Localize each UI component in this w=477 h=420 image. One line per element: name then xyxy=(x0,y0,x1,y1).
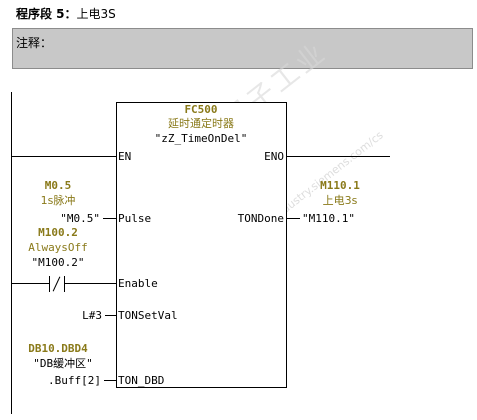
setval-wire xyxy=(105,315,116,316)
power-rail xyxy=(11,92,12,414)
dbd-member[interactable]: .Buff[2] xyxy=(48,374,101,387)
pin-tondone: TONDone xyxy=(237,212,284,225)
enable-address[interactable]: M100.2 xyxy=(38,226,78,239)
nc-contact-right-bar xyxy=(64,276,65,292)
pulse-wire xyxy=(103,218,116,219)
dbd-wire xyxy=(104,380,116,381)
pin-enable: Enable xyxy=(118,277,158,290)
enable-symbol[interactable]: "M100.2" xyxy=(31,256,85,269)
enable-wire-left xyxy=(11,283,49,284)
pulse-address[interactable]: M0.5 xyxy=(44,179,72,192)
comment-label: 注释： xyxy=(16,36,53,50)
pulse-symbol[interactable]: "M0.5" xyxy=(60,212,100,225)
done-comment: 上电3s xyxy=(322,194,358,207)
function-block[interactable] xyxy=(116,102,287,388)
enable-wire-right xyxy=(64,283,116,284)
nc-contact-slash-icon xyxy=(52,276,61,292)
pin-pulse: Pulse xyxy=(118,212,152,225)
network-title: 程序段 5：上电3S xyxy=(16,8,116,20)
enable-comment: AlwaysOff xyxy=(28,241,88,254)
done-address[interactable]: M110.1 xyxy=(320,179,360,192)
block-comment: 延时通定时器 xyxy=(168,117,234,130)
pin-tonsetval: TONSetVal xyxy=(118,309,178,322)
block-name: FC500 xyxy=(184,103,218,116)
nc-contact-left-bar xyxy=(49,276,50,292)
dbd-symbol[interactable]: "DB缓冲区" xyxy=(33,357,93,370)
pin-eno: ENO xyxy=(264,150,284,163)
block-symbol: "zZ_TimeOnDel" xyxy=(154,132,248,145)
done-wire xyxy=(287,218,300,219)
pin-en: EN xyxy=(118,150,132,163)
done-symbol[interactable]: "M110.1" xyxy=(302,212,355,225)
pin-ton-dbd: TON_DBD xyxy=(118,374,165,387)
eno-wire xyxy=(287,156,390,157)
network-label: 程序段 5： xyxy=(16,7,77,21)
comment-box[interactable]: 注释： xyxy=(12,28,473,69)
dbd-address[interactable]: DB10.DBD4 xyxy=(28,342,88,355)
network-name: 上电3S xyxy=(76,7,116,21)
pulse-comment: 1s脉冲 xyxy=(40,194,76,207)
setval-value[interactable]: L#3 xyxy=(82,309,102,322)
en-wire xyxy=(11,156,116,157)
